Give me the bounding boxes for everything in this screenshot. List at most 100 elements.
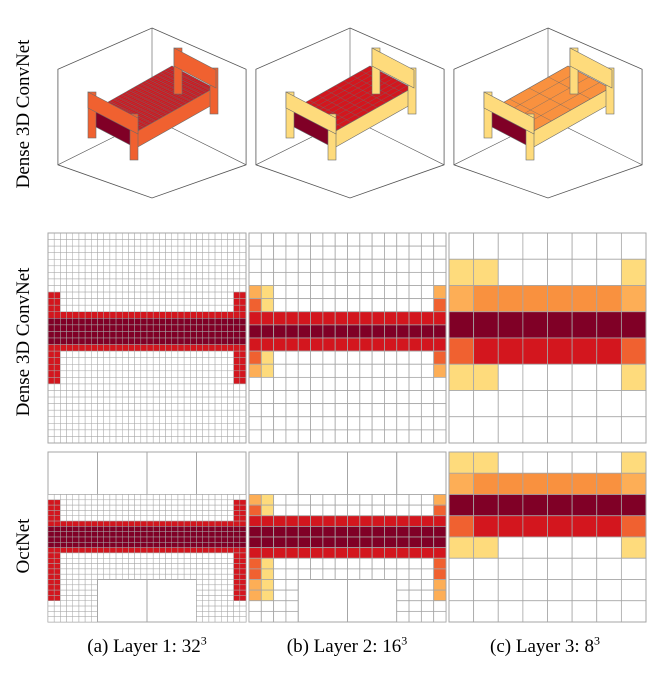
grid-cell	[208, 337, 216, 345]
voxel-line	[140, 83, 183, 106]
grid-cell	[214, 350, 222, 358]
grid-cell	[420, 245, 435, 260]
grid-cell	[115, 370, 123, 378]
octree-leaf	[347, 557, 361, 570]
grid-cell	[72, 252, 80, 260]
octree-leaf	[310, 547, 324, 559]
octree-leaf	[384, 557, 398, 570]
octree-leaf	[190, 568, 197, 575]
grid-cell	[433, 363, 447, 378]
grid-cell	[233, 364, 241, 372]
grid-cell	[183, 344, 191, 352]
grid-cell	[196, 259, 203, 267]
grid-cell	[620, 494, 647, 517]
grid-cell	[596, 390, 622, 418]
octree-leaf	[433, 600, 447, 612]
octree-leaf	[359, 515, 373, 527]
grid-cell	[620, 472, 647, 495]
grid-cell	[84, 357, 92, 365]
grid-cell	[171, 403, 179, 411]
grid-cell	[72, 318, 80, 326]
bed-post	[605, 67, 615, 115]
voxel-line	[335, 85, 378, 108]
grid-cell	[152, 232, 160, 240]
octree-leaf	[196, 552, 203, 559]
grid-cell	[221, 423, 228, 431]
octree-leaf	[72, 616, 80, 623]
grid-cell	[72, 416, 80, 424]
octree-leaf	[109, 558, 117, 564]
octree-leaf	[208, 510, 216, 517]
grid-cell	[214, 429, 222, 437]
octree-leaf	[310, 557, 324, 570]
grid-cell	[91, 324, 98, 332]
octree-leaf	[248, 547, 262, 559]
grid-cell	[202, 259, 210, 267]
grid-cell	[448, 232, 475, 260]
grid-cell	[285, 337, 299, 352]
grid-cell	[571, 557, 598, 580]
grid-cell	[547, 472, 573, 495]
octree-leaf	[227, 542, 234, 548]
grid-cell	[91, 259, 98, 267]
grid-cell	[53, 304, 61, 313]
grid-cell	[221, 331, 228, 339]
grid-cell	[221, 259, 228, 267]
octree-leaf	[72, 552, 80, 559]
grid-cell	[109, 344, 117, 352]
grid-cell	[248, 285, 262, 300]
grid-cell	[47, 377, 55, 385]
octree-leaf	[233, 568, 241, 575]
grid-cell	[522, 557, 548, 580]
grid-cell	[91, 239, 98, 247]
caption-layer3: (c) Layer 3: 83	[490, 635, 600, 658]
grid-cell	[190, 304, 197, 313]
octree-leaf	[177, 510, 185, 517]
grid-cell	[202, 311, 210, 319]
grid-cell	[260, 416, 275, 431]
grid-cell	[297, 337, 311, 352]
octree-leaf	[47, 589, 55, 596]
grid-cell	[396, 350, 410, 365]
grid-cell	[522, 536, 548, 559]
octree-leaf	[60, 542, 67, 548]
octree-leaf	[165, 520, 172, 527]
octree-leaf	[72, 510, 80, 517]
octree-leaf	[134, 520, 142, 527]
grid-cell	[347, 298, 361, 313]
octree-leaf	[47, 515, 55, 522]
octree-leaf	[408, 568, 422, 580]
grid-cell	[310, 337, 324, 352]
octree-leaf	[227, 605, 234, 612]
grid-cell	[347, 390, 361, 405]
octree-leaf	[227, 515, 234, 522]
grid-cell	[115, 436, 123, 444]
grid-cell	[620, 232, 647, 260]
caption-layer3-text: (c) Layer 3: 8	[490, 636, 594, 657]
grid-cell	[66, 252, 73, 260]
octree-leaf	[152, 520, 160, 527]
grid-cell	[190, 278, 197, 286]
octree-leaf	[66, 579, 73, 586]
octree-leaf	[202, 552, 210, 559]
grid-cell	[571, 494, 598, 517]
grid-cell	[72, 403, 80, 411]
grid-cell	[233, 357, 241, 365]
grid-cell	[177, 383, 185, 391]
grid-cell	[97, 265, 104, 273]
grid-cell	[183, 239, 191, 247]
octree-leaf	[297, 547, 311, 559]
grid-cell	[183, 377, 191, 385]
octree-leaf	[221, 616, 228, 623]
grid-cell	[260, 337, 275, 352]
octree-leaf	[84, 510, 92, 517]
grid-cell	[227, 331, 234, 339]
grid-cell	[146, 350, 154, 358]
grid-cell	[78, 337, 86, 345]
octree-leaf	[152, 547, 160, 554]
grid-cell	[115, 416, 123, 424]
panel-border	[248, 232, 447, 444]
grid-cell	[47, 409, 55, 418]
octree-leaf	[233, 573, 241, 580]
grid-cell	[547, 600, 573, 623]
